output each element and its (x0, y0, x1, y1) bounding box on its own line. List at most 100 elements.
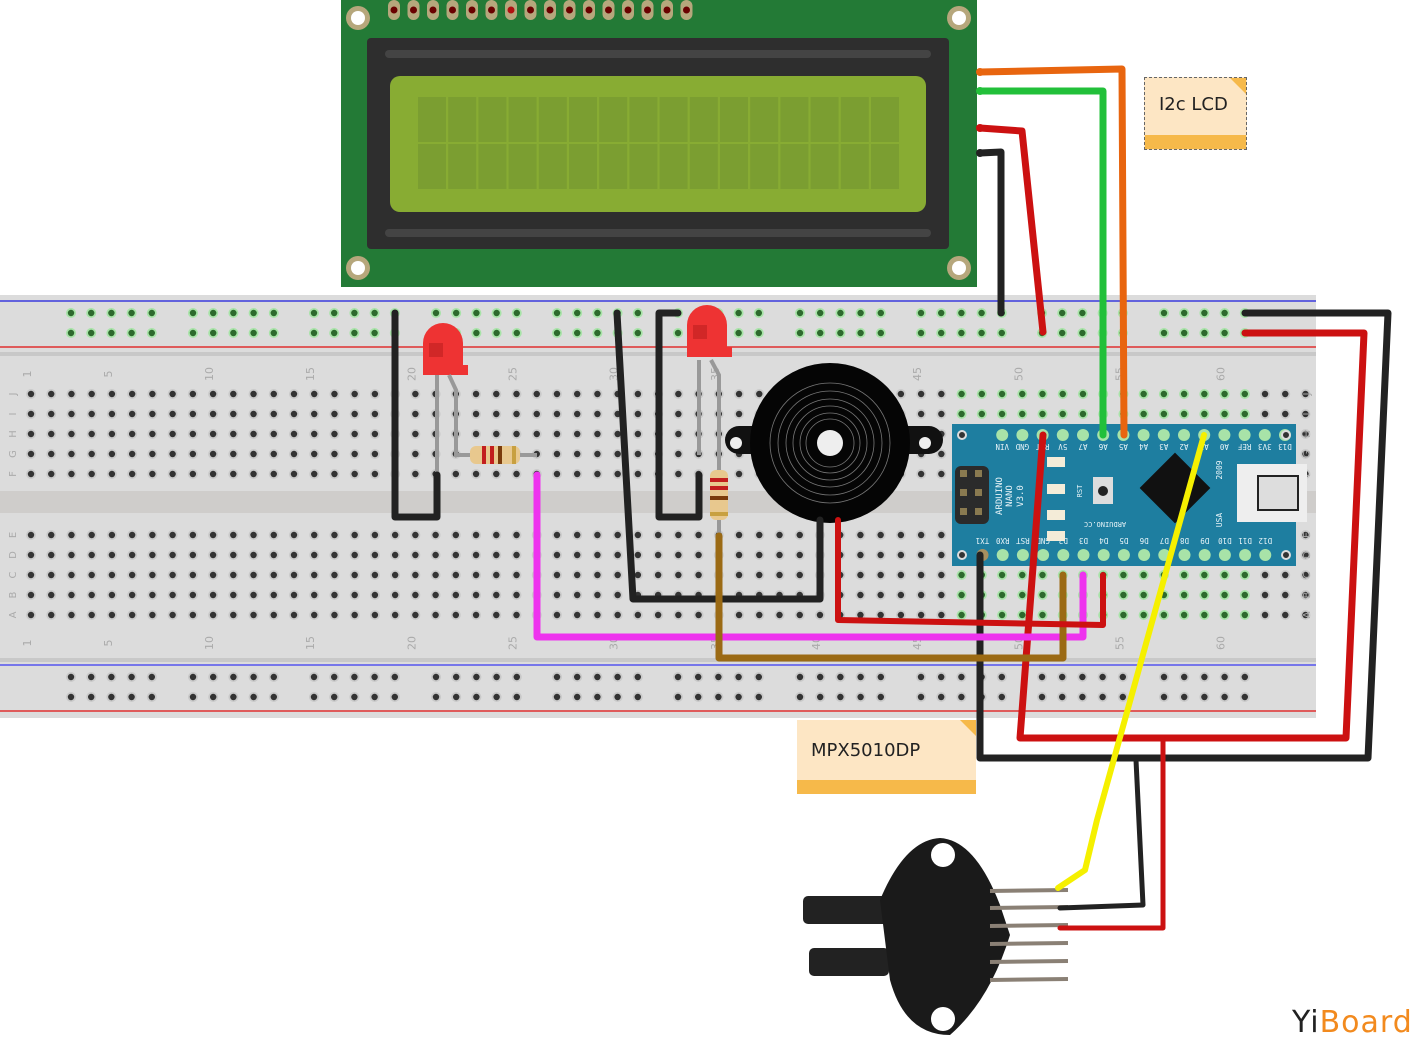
breadboard-hole (149, 571, 156, 579)
breadboard-hole (574, 551, 581, 559)
rail-hole (473, 673, 480, 681)
rail-hole (877, 693, 884, 701)
breadboard-hole (1241, 611, 1249, 619)
breadboard-hole (574, 531, 581, 539)
breadboard-hole (27, 591, 35, 599)
breadboard-hole (553, 551, 561, 559)
breadboard-hole (250, 410, 257, 418)
breadboard-hole (1039, 611, 1046, 619)
breadboard-hole (574, 430, 581, 438)
arduino-pin-label: D8 (1180, 536, 1190, 545)
rail-hole (351, 329, 358, 337)
bezel-slot (385, 50, 931, 58)
breadboard-hole (250, 390, 257, 398)
breadboard-hole (149, 450, 156, 458)
rail-hole (1059, 309, 1066, 317)
breadboard-hole (48, 571, 55, 579)
breadboard-hole (371, 591, 379, 599)
wire-brown-d2 (715, 532, 1067, 662)
rail-hole (1221, 309, 1228, 317)
wire-red-sensor-vcc (1057, 735, 1166, 931)
breadboard-hole (634, 390, 642, 398)
rail-hole (837, 329, 844, 337)
breadboard-hole (27, 430, 35, 438)
breadboard-hole (472, 591, 480, 599)
breadboard-hole (250, 430, 257, 438)
rail-hole (594, 309, 601, 317)
note-mpx5010dp: MPX5010DP (797, 720, 976, 794)
rail-hole (958, 309, 965, 317)
breadboard-hole (776, 611, 783, 619)
rst-label: RST (1076, 484, 1084, 497)
breadboard-hole (1140, 390, 1147, 398)
sensor-pin (989, 923, 1069, 928)
breadboard-hole (149, 390, 156, 398)
rail-hole (189, 693, 197, 701)
breadboard-hole (48, 551, 55, 559)
buzzer-ring (792, 405, 868, 481)
breadboard-hole (311, 430, 318, 438)
arduino-pin (1238, 429, 1251, 441)
breadboard-hole (958, 571, 965, 579)
breadboard-hole (412, 390, 419, 398)
breadboard-hole (877, 551, 884, 559)
breadboard-hole (270, 450, 277, 458)
breadboard-hole (412, 450, 419, 458)
rail-hole (351, 693, 358, 701)
breadboard-hole (917, 390, 925, 398)
breadboard-hole (756, 531, 763, 539)
buzzer-mount-hole (730, 437, 742, 449)
breadboard-hole (351, 591, 358, 599)
breadboard-hole (594, 430, 601, 438)
rail-hole (553, 673, 561, 681)
breadboard-hole (311, 450, 318, 458)
lcd-char-cell (508, 144, 537, 189)
breadboard-hole (594, 551, 601, 559)
lcd-pin (468, 6, 476, 14)
arduino-pin (1138, 549, 1151, 561)
breadboard-hole (634, 531, 642, 539)
rail-hole (1181, 673, 1188, 681)
buzzer-ring (805, 418, 855, 468)
icsp-pin (975, 489, 982, 496)
breadboard-hole (371, 470, 379, 478)
breadboard-hole (391, 591, 399, 599)
breadboard-hole (1282, 611, 1289, 619)
breadboard-hole (1261, 591, 1269, 599)
breadboard-hole (1302, 551, 1309, 559)
breadboard-hole (209, 450, 217, 458)
rail-hole (1079, 693, 1086, 701)
breadboard-hole (88, 611, 95, 619)
breadboard-hole (1059, 390, 1066, 398)
breadboard-hole (574, 390, 581, 398)
breadboard-hole (1302, 430, 1309, 438)
breadboard-hole (371, 450, 379, 458)
bezel-slot (385, 229, 931, 237)
breadboard-hole (230, 551, 237, 559)
led-body (423, 323, 468, 375)
mount-hole (1281, 550, 1291, 560)
breadboard-hole (68, 531, 75, 539)
breadboard-hole (351, 470, 358, 478)
rail-hole (938, 673, 945, 681)
breadboard-hole (270, 531, 277, 539)
icsp-pin (960, 508, 967, 515)
breadboard-hole (128, 450, 136, 458)
breadboard-hole (654, 551, 662, 559)
arduino-pin-label: D3 (1079, 536, 1088, 545)
breadboard-hole (290, 611, 298, 619)
breadboard-hole (331, 531, 338, 539)
resistor-body (710, 470, 728, 520)
breadboard-hole (1261, 571, 1269, 579)
components (423, 305, 943, 536)
breadboard-hole (735, 410, 743, 418)
row-label: A (1302, 611, 1313, 618)
breadboard-hole (169, 571, 176, 579)
breadboard-hole (270, 470, 277, 478)
breadboard-hole (169, 591, 176, 599)
breadboard-hole (27, 611, 35, 619)
breadboard-hole (27, 551, 35, 559)
arduino-pin-label: D9 (1200, 536, 1209, 545)
rail-hole (230, 309, 237, 317)
resistor-band (710, 486, 728, 490)
